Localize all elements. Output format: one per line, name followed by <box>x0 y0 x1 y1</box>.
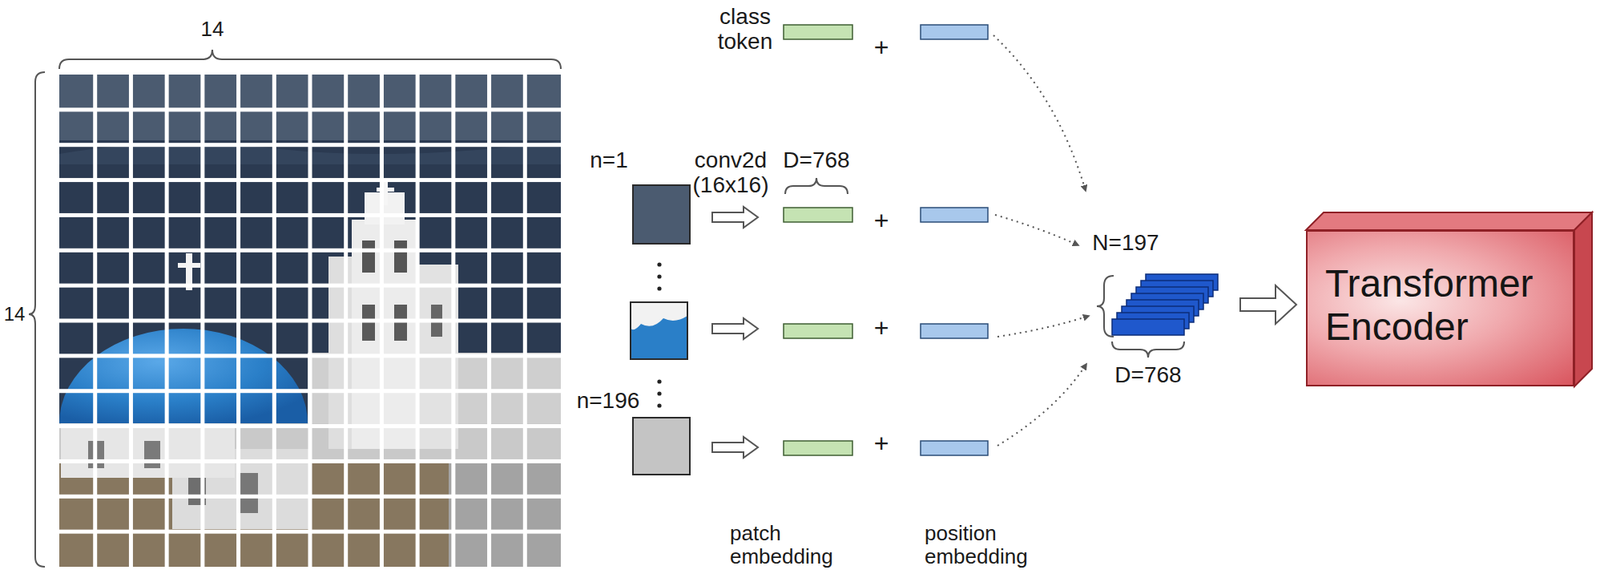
image-patch <box>632 185 690 244</box>
label-holder: + <box>874 314 890 343</box>
encoder-block: Transformer Encoder <box>1305 229 1575 387</box>
image-patch <box>630 302 688 359</box>
token-stack <box>1112 318 1185 335</box>
operation-label: conv2d (16x16) <box>681 148 782 198</box>
token-stack <box>1112 274 1218 335</box>
image-patch <box>630 302 688 359</box>
ellipsis-dots <box>656 261 661 408</box>
photo-patches <box>394 240 408 273</box>
box-side-face <box>1574 212 1592 387</box>
label-holder: class token <box>709 4 782 55</box>
label-holder: n=196 <box>576 388 641 414</box>
grid-gap <box>56 529 565 534</box>
hollow-arrow <box>712 206 758 228</box>
brace <box>59 49 561 69</box>
caption-label: position embedding <box>924 521 1045 568</box>
dotted-arrow <box>997 363 1087 446</box>
photo-patches <box>177 262 201 268</box>
plus-sign: + <box>874 206 890 235</box>
brace <box>1096 275 1114 337</box>
hollow-arrow <box>712 318 758 339</box>
dimension-label: D=768 <box>782 148 850 174</box>
hollow-arrow <box>1240 285 1297 324</box>
hollow-arrow <box>712 436 758 458</box>
label-holder: 14 <box>201 17 225 41</box>
grid-gap <box>523 72 528 569</box>
image-patch <box>630 302 688 359</box>
position-embedding-vector <box>920 207 988 222</box>
label-holder: + <box>874 206 890 235</box>
label-holder: + <box>874 429 890 458</box>
dimension-label: D=768 <box>1114 362 1181 388</box>
brace <box>785 177 848 194</box>
brace <box>28 72 45 567</box>
plus-sign: + <box>874 429 890 458</box>
index-label: n=196 <box>576 388 641 414</box>
patch-embedding-vector <box>783 440 853 456</box>
label-holder: + <box>874 33 890 62</box>
plus-sign: + <box>874 314 890 343</box>
caption-label: patch embedding <box>729 521 843 568</box>
brace <box>1112 341 1185 358</box>
photo-patches <box>60 423 235 478</box>
photo-patches <box>144 440 161 468</box>
position-embedding-vector <box>920 24 988 40</box>
photo-patches <box>448 459 561 567</box>
dotted-arrow <box>993 35 1086 191</box>
block-title: Transformer Encoder <box>1325 261 1554 349</box>
position-embedding-vector <box>920 323 988 339</box>
photo-patches <box>351 219 419 449</box>
position-embedding-vector <box>920 24 988 456</box>
box-top-face <box>1305 212 1592 230</box>
ellipsis-dots <box>656 403 661 408</box>
patch-embedding-vector <box>783 207 853 222</box>
dotted-arrow <box>995 214 1079 246</box>
plus-sign: + <box>874 33 890 62</box>
dotted-arrow <box>993 35 1089 446</box>
dotted-arrow <box>997 315 1089 337</box>
grid-gap <box>56 494 565 499</box>
photo-patches <box>240 472 258 513</box>
ellipsis-dots <box>656 286 661 291</box>
label-holder: D=768 <box>1114 362 1181 388</box>
label-holder: position embedding <box>924 521 1045 568</box>
dimension-label: 14 <box>201 17 225 41</box>
dimension-label: N=197 <box>1092 230 1159 256</box>
dimension-label: 14 <box>4 303 26 325</box>
label-holder: D=768 <box>782 148 850 174</box>
label-holder: conv2d (16x16) <box>681 148 782 198</box>
patch-embedding-vector <box>783 323 853 339</box>
label-holder: n=1 <box>589 148 629 174</box>
photo-patches <box>376 187 395 192</box>
hollow-arrow <box>712 206 758 458</box>
label-holder: 14 <box>4 303 26 325</box>
image-patch <box>632 417 690 475</box>
ellipsis-dots <box>656 390 661 395</box>
patch-embedding-vector <box>783 24 853 456</box>
photo-patches <box>362 240 375 273</box>
ellipsis-dots <box>656 261 661 266</box>
position-embedding-vector <box>920 440 988 456</box>
ellipsis-dots <box>656 274 661 279</box>
patch-embedding-vector <box>783 24 853 40</box>
index-label: n=1 <box>589 148 629 174</box>
patch-grid <box>56 72 565 569</box>
ellipsis-dots <box>656 378 661 383</box>
image-patch <box>630 302 688 330</box>
label-holder: N=197 <box>1092 230 1159 256</box>
token-label: class token <box>709 4 782 55</box>
label-holder: patch embedding <box>729 521 843 568</box>
